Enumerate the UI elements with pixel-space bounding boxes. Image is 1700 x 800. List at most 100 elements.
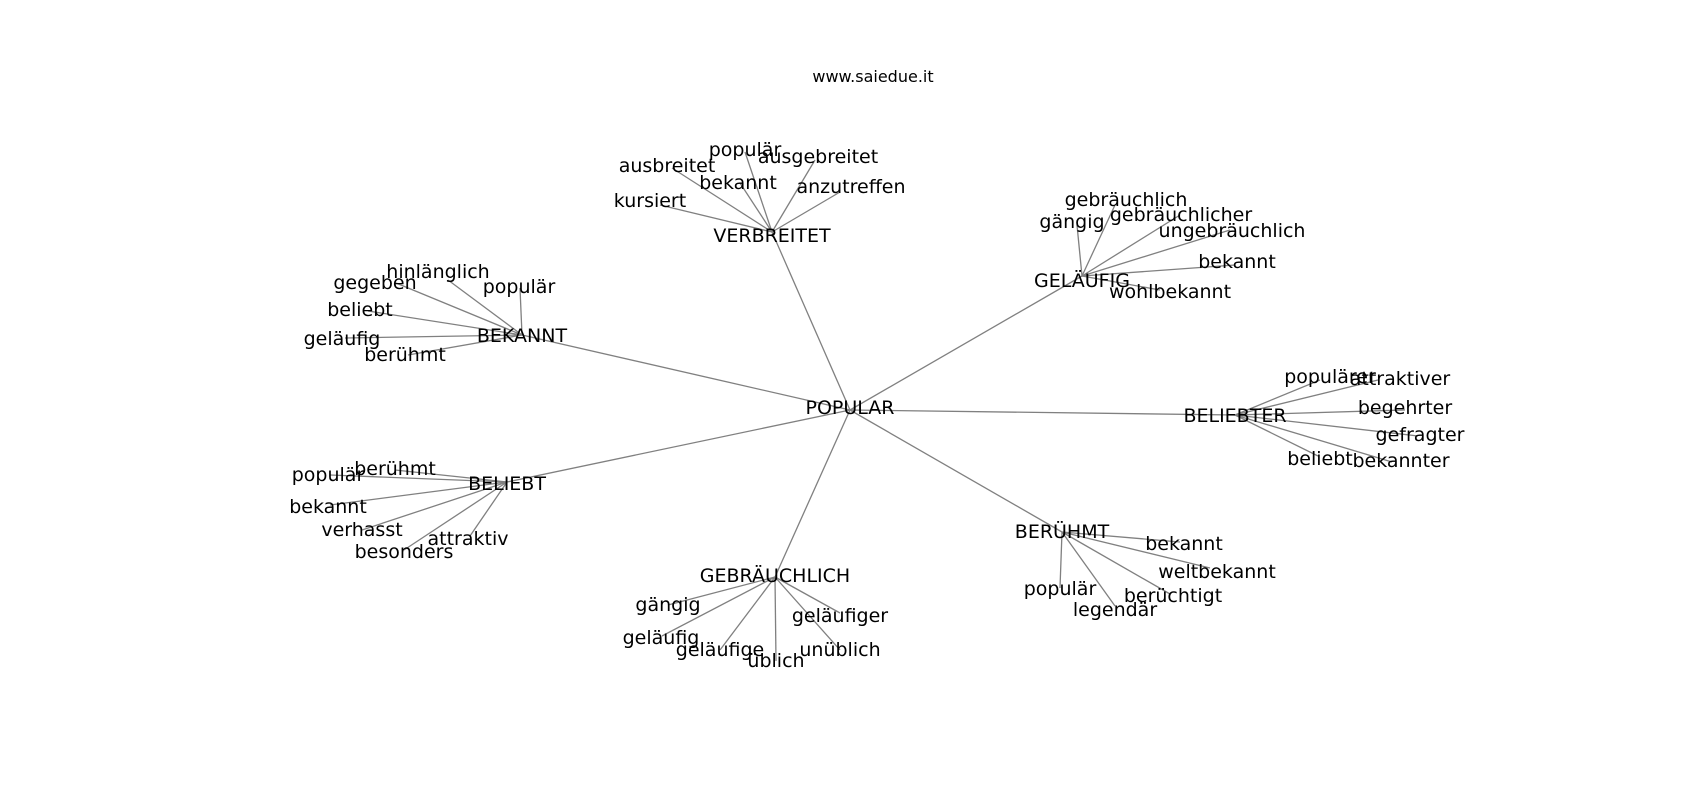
edge-root-bekannt [521,334,851,411]
leaf-node-gelaeufig-bekannt: bekannt [1198,251,1276,273]
leaf-node-beliebter-attraktiver: attraktiver [1350,368,1451,390]
edges-layer [329,151,1419,662]
edge-root-verbreitet [771,231,851,411]
leaf-node-beliebter-begehrter: begehrter [1358,397,1452,419]
leaf-node-beliebt-besonders: besonders [355,541,454,563]
leaf-node-gebraeuchlich-unueblich: unüblich [799,639,880,661]
edge-root-gelaeufig [849,275,1083,411]
leaf-node-beliebter-gefragter: gefragter [1376,424,1465,446]
leaf-node-beliebt-attraktiv: attraktiv [428,528,509,550]
leaf-node-beliebt-verhasst: verhasst [321,519,402,541]
edge-verbreitet-kursiert [659,204,773,233]
labels-layer: POPULARVERBREITETausbreitetpopulärausgeb… [289,139,1464,672]
edge-verbreitet-ausgebreitet [771,159,816,233]
leaf-node-beliebter-bekannter: bekannter [1352,450,1449,472]
leaf-node-beliebter-beliebt: beliebt [1287,448,1353,470]
edge-gebraeuchlich-gaengig [667,576,776,606]
edge-beliebt-attraktiv [469,481,508,537]
leaf-node-verbreitet-populaer: populär [709,139,782,161]
leaf-node-bekannt-hinlaenglich: hinlänglich [386,261,489,283]
edge-root-beliebter [849,409,1236,416]
edge-beliebter-bekannter [1234,414,1393,463]
edge-beliebt-verhasst [361,481,508,531]
watermark: www.saiedue.it [812,67,933,86]
hub-node-bekannt: BEKANNT [477,325,568,347]
leaf-node-beliebt-populaer: populär [292,464,365,486]
edge-gelaeufig-ungebraeuchlich [1081,229,1231,277]
leaf-node-gebraeuchlich-gelaeufige: geläufige [676,639,764,661]
edge-beruehmt-bekannt [1061,531,1181,543]
leaf-node-gebraeuchlich-gaengig: gängig [635,594,700,616]
edge-root-beruehmt [849,409,1063,533]
edge-beliebt-besonders [403,481,508,551]
leaf-node-beliebter-populaerer: populärer [1284,366,1376,388]
leaf-node-bekannt-populaer: populär [483,276,556,298]
edge-verbreitet-ausbreitet [671,167,773,233]
edge-gebraeuchlich-gelaeufiger [774,576,841,614]
edge-root-beliebt [506,409,851,483]
leaf-node-beruehmt-bekannt: bekannt [1145,533,1223,555]
leaf-node-gebraeuchlich-gelaeufiger: geläufiger [792,605,888,627]
leaf-node-verbreitet-bekannt: bekannt [699,172,777,194]
edge-beliebter-begehrter [1234,409,1406,416]
edge-beliebter-attraktiver [1234,379,1379,416]
leaf-node-gebraeuchlich-ueblich: üblich [747,650,804,672]
leaf-node-beruehmt-populaer: populär [1024,578,1097,600]
leaf-node-beruehmt-beruechtigt: berüchtigt [1124,585,1222,607]
hub-node-gebraeuchlich: GEBRÄUCHLICH [700,564,850,587]
edge-verbreitet-anzutreffen [771,191,841,233]
hub-node-verbreitet: VERBREITET [713,225,831,247]
edge-gelaeufig-gebraeuchlich [1081,204,1116,277]
edge-beruehmt-populaer [1059,531,1063,589]
leaf-node-bekannt-beliebt: beliebt [327,299,393,321]
edge-bekannt-gelaeufig [344,334,523,339]
edge-gebraeuchlich-gelaeufige [719,576,776,651]
edge-bekannt-gegeben [395,282,523,336]
edge-bekannt-populaer [519,287,523,336]
leaf-node-beruehmt-weltbekannt: weltbekannt [1158,561,1276,583]
leaf-node-beliebt-bekannt: bekannt [289,496,367,518]
leaf-node-gelaeufig-gaengig: gängig [1039,211,1104,233]
leaf-node-verbreitet-ausbreitet: ausbreitet [619,155,716,177]
leaf-node-gelaeufig-ungebraeuchlich: ungebräuchlich [1159,220,1306,242]
edge-verbreitet-bekannt [739,182,773,233]
edge-gebraeuchlich-unueblich [774,576,841,651]
leaf-node-beruehmt-legendaer: legendär [1073,599,1157,621]
leaf-node-beliebt-beruehmt: berühmt [354,458,436,480]
leaf-node-gelaeufig-gebraeuchlich: gebräuchlich [1065,189,1188,211]
edge-bekannt-beruehmt [407,334,523,356]
edge-beliebt-populaer [329,474,508,483]
leaf-node-bekannt-beruehmt: berühmt [364,344,446,366]
leaf-node-verbreitet-anzutreffen: anzutreffen [796,176,905,198]
hub-node-beliebt: BELIEBT [468,473,546,495]
edge-bekannt-beliebt [367,310,523,336]
edge-gelaeufig-gebraeuchlicher [1081,214,1181,277]
leaf-node-verbreitet-ausgebreitet: ausgebreitet [758,146,878,168]
edge-bekannt-hinlaenglich [447,279,523,336]
edge-gebraeuchlich-ueblich [774,576,777,662]
edge-gelaeufig-bekannt [1081,264,1236,277]
edge-verbreitet-populaer [744,151,773,233]
hub-node-beliebter: BELIEBTER [1183,405,1286,427]
edge-gelaeufig-gaengig [1076,224,1083,277]
edge-gebraeuchlich-gelaeufig [661,576,776,637]
leaf-node-bekannt-gelaeufig: geläufig [304,328,381,350]
leaf-node-verbreitet-kursiert: kursiert [614,190,686,212]
edge-beruehmt-weltbekannt [1061,531,1211,569]
edge-beliebt-bekannt [329,481,508,506]
root-node-label: POPULAR [806,397,895,419]
leaf-node-bekannt-gegeben: gegeben [333,272,416,294]
leaf-node-gebraeuchlich-gelaeufig: geläufig [623,627,700,649]
edge-gelaeufig-wohlbekannt [1081,275,1161,291]
leaf-node-gelaeufig-gebraeuchlicher: gebräuchlicher [1110,204,1253,226]
edge-beruehmt-legendaer [1061,531,1116,607]
hub-node-gelaeufig: GELÄUFIG [1034,269,1130,292]
leaf-node-gelaeufig-wohlbekannt: wohlbekannt [1109,281,1231,303]
edge-root-gebraeuchlich [774,409,851,578]
edge-beliebter-populaerer [1234,379,1321,416]
edge-beruehmt-beruechtigt [1061,531,1171,595]
edge-beliebt-beruehmt [394,469,508,483]
edge-beliebter-gefragter [1234,414,1419,437]
edge-beliebter-beliebt [1234,414,1319,457]
